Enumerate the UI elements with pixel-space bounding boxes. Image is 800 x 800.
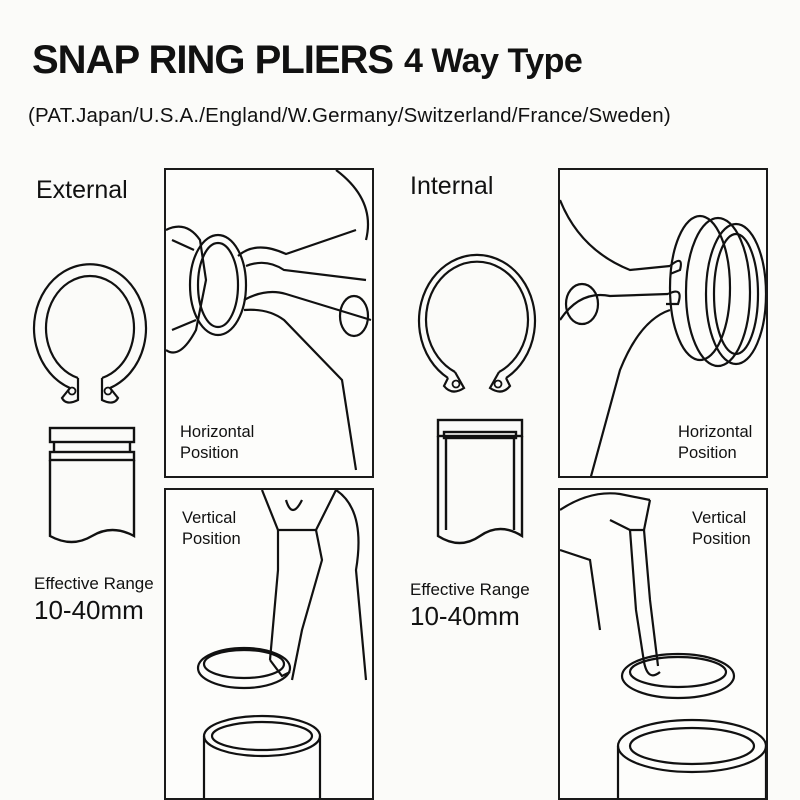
internal-vertical-panel: Vertical Position xyxy=(558,488,768,800)
external-horizontal-panel: Horizontal Position xyxy=(164,168,374,478)
page-title: SNAP RING PLIERS xyxy=(32,38,394,82)
internal-range-value: 10-40mm xyxy=(410,601,520,631)
internal-vertical-illustration xyxy=(560,492,766,798)
external-horizontal-illustration xyxy=(166,170,372,471)
external-range-label: Effective Range xyxy=(34,574,154,593)
internal-horizontal-label: Horizontal Position xyxy=(678,422,753,464)
page-subtitle: 4 Way Type xyxy=(404,42,583,80)
external-range-value: 10-40mm xyxy=(34,595,144,625)
patent-countries: (PAT.Japan/U.S.A./England/W.Germany/Swit… xyxy=(28,104,671,127)
external-section-label: External xyxy=(36,176,128,204)
external-horizontal-label: Horizontal Position xyxy=(180,422,255,464)
internal-range-label: Effective Range xyxy=(410,580,530,599)
external-vertical-label: Vertical Position xyxy=(182,508,241,550)
external-vertical-panel: Vertical Position xyxy=(164,488,374,800)
internal-horizontal-panel: Horizontal Position xyxy=(558,168,768,478)
internal-vertical-label: Vertical Position xyxy=(692,508,751,550)
internal-section-label: Internal xyxy=(410,172,494,200)
internal-horizontal-illustration xyxy=(560,199,766,476)
external-vertical-illustration xyxy=(196,490,368,798)
